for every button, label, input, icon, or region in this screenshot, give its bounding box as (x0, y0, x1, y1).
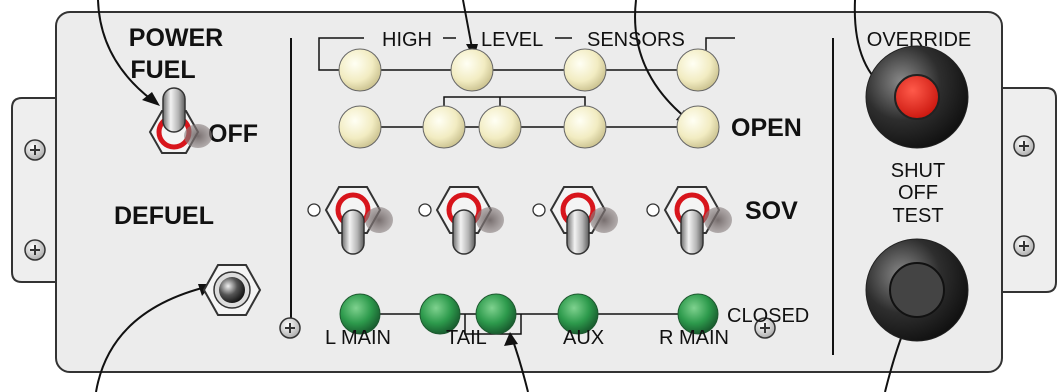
closed-indicator-lights (339, 293, 719, 335)
screw-icon (279, 317, 301, 339)
override-button[interactable] (865, 45, 969, 149)
defuel-label: DEFUEL (114, 202, 214, 230)
high-level-sensor-bracket (318, 37, 735, 71)
high-level-light-tail (450, 48, 494, 92)
panel-body (55, 11, 1003, 373)
test-label: TEST (892, 205, 943, 227)
closed-light-r-main (677, 293, 719, 335)
open-label: OPEN (731, 114, 802, 142)
high-label: HIGH (382, 29, 432, 51)
fuel-label: FUEL (130, 56, 195, 84)
open-light-tail-2 (478, 105, 522, 149)
screw-icon (1013, 235, 1035, 257)
sov-switch-aux[interactable] (532, 186, 618, 255)
closed-label: CLOSED (727, 305, 809, 327)
shut-label: SHUT (891, 160, 945, 182)
closed-light-aux (557, 293, 599, 335)
sov-switch-r-main[interactable] (646, 186, 732, 255)
tank-r-main-label: R MAIN (659, 327, 729, 349)
tank-l-main-label: L MAIN (325, 327, 391, 349)
open-light-r-main (676, 105, 720, 149)
closed-light-tail-1 (419, 293, 461, 335)
left-mounting-bracket (11, 97, 59, 283)
right-mounting-bracket (999, 87, 1057, 293)
defuel-push-button[interactable] (202, 264, 262, 316)
panel-screws (24, 135, 1035, 339)
tank-aux-label: AUX (563, 327, 604, 349)
tank-tail-label: TAIL (446, 327, 487, 349)
high-level-light-aux (563, 48, 607, 92)
shutoff-off-label: OFF (898, 182, 938, 204)
open-light-tail-1 (422, 105, 466, 149)
closed-light-tail-2 (475, 293, 517, 335)
high-level-light-r-main (676, 48, 720, 92)
open-light-aux (563, 105, 607, 149)
sov-label: SOV (745, 197, 798, 225)
open-row-connectors (360, 96, 698, 128)
open-indicator-lights (338, 105, 720, 149)
sensors-label: SENSORS (587, 29, 685, 51)
high-level-light-l-main (338, 48, 382, 92)
level-label: LEVEL (481, 29, 543, 51)
sov-switch-l-main[interactable] (307, 186, 393, 255)
screw-icon (24, 239, 46, 261)
power-fuel-off-label: OFF (208, 120, 258, 148)
screw-icon (1013, 135, 1035, 157)
open-light-l-main (338, 105, 382, 149)
sov-switch-tail[interactable] (418, 186, 504, 255)
high-level-lights (338, 48, 720, 92)
screw-icon (754, 317, 776, 339)
screw-icon (24, 139, 46, 161)
power-fuel-toggle-switch[interactable] (148, 87, 212, 154)
closed-light-l-main (339, 293, 381, 335)
override-label: OVERRIDE (867, 29, 971, 51)
power-label: POWER (129, 24, 223, 52)
shutoff-test-button[interactable] (865, 238, 969, 342)
